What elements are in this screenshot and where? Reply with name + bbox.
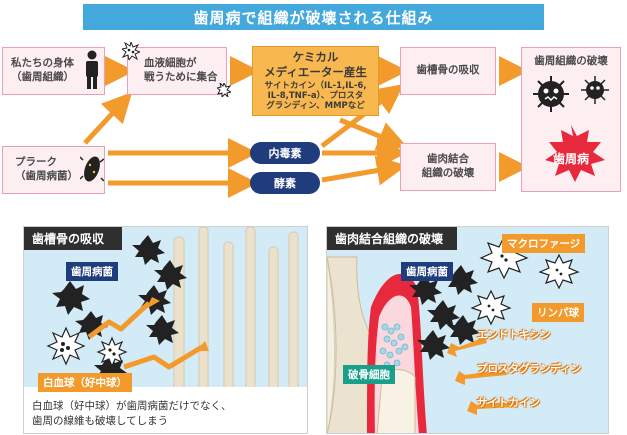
person-icon	[86, 50, 98, 89]
bone-absorption-panel: 歯槽骨の吸収 歯周病菌 白血球（好中球） 白血球（好中球）が歯周病菌だけでなく、…	[23, 226, 308, 434]
right-panel-heading: 歯肉結合組織の破壊	[327, 227, 457, 250]
plaque-line2: （歯周病菌）	[15, 170, 78, 182]
white-cell-icon-small	[217, 83, 231, 97]
chem-sub-1: サイトカイン（IL-1,IL-6,	[264, 81, 367, 92]
wbc-label: 白血球（好中球）	[38, 373, 132, 392]
note-line1: 白血球（好中球）が歯周病菌だけでなく、	[32, 400, 232, 412]
arrow-enzyme-to-gum	[321, 155, 407, 186]
virus-illustration	[533, 76, 609, 182]
blood-line2: 戦うために集合	[144, 71, 218, 83]
macrophage-icons	[470, 235, 580, 326]
right-bacteria-label: 歯周病菌	[401, 262, 453, 281]
periodontal-disease-label: 歯周病	[553, 152, 590, 166]
virus-icon-small	[581, 76, 609, 104]
cytokine-arrow-label: サイトカイン	[477, 397, 540, 409]
gum-line2: 組織の破壊	[421, 167, 475, 179]
virus-icon-large	[533, 76, 569, 112]
chem-sub-3: グランディン、MMPなど	[266, 101, 365, 112]
chem-title-2: メディエーター産生	[264, 64, 367, 79]
lymphocyte-label: リンパ球	[532, 303, 584, 322]
enzyme-pill: 酵素	[250, 172, 320, 194]
bone-absorption-box: 歯槽骨の吸収	[400, 47, 496, 95]
endotoxin-arrow-label: エンドトキシン	[477, 329, 551, 341]
right-bacteria-group	[409, 265, 480, 360]
left-wbc-group	[46, 326, 128, 368]
endotoxin-pill: 内毒素	[250, 142, 320, 164]
white-cell-icon	[122, 42, 140, 60]
gum-tissue-panel: 歯肉結合組織の破壊 歯周病菌 マクロファージ リンパ球 破骨細胞 エンドトキシン…	[326, 226, 609, 434]
plaque-line1: プラーク	[15, 156, 57, 169]
bacteria-icon	[80, 156, 104, 182]
left-panel-note: 白血球（好中球）が歯周病菌だけでなく、 歯周の線維も破壊してしまう	[32, 399, 302, 429]
body-line2: （歯周組織）	[11, 71, 74, 83]
bone-abs-label: 歯槽骨の吸収	[416, 64, 480, 77]
left-bacteria-label: 歯周病菌	[66, 262, 118, 281]
right-panel-illustration	[327, 235, 580, 433]
burst-shape	[545, 125, 605, 182]
gum-tissue-box: 歯肉結合 組織の破壊	[400, 143, 496, 191]
left-arrow-upper	[87, 301, 151, 339]
left-panel-heading: 歯槽骨の吸収	[24, 227, 122, 250]
osteoclast-label: 破骨細胞	[343, 365, 395, 384]
chem-sub-2: IL-8,TNF-a）、プロスタ	[267, 91, 364, 102]
left-arrow-lower	[123, 344, 204, 370]
prostaglandin-arrow-label: プロスタグランディン	[477, 363, 582, 375]
gum-line1: 歯肉結合	[427, 153, 469, 166]
macrophage-label: マクロファージ	[502, 234, 586, 253]
body-line1: 私たちの身体	[11, 57, 74, 70]
arrow-endotoxin-to-bone	[320, 83, 404, 148]
destroy-title: 歯周組織の破壊	[534, 55, 608, 67]
arrow-chem-to-gum	[339, 117, 408, 151]
chemical-mediator-box: ケミカル メディエーター産生 サイトカイン（IL-1,IL-6, IL-8,TN…	[252, 46, 379, 116]
chem-title-1: ケミカル	[292, 50, 339, 65]
right-arrows	[447, 337, 517, 415]
diagram-title: 歯周病で組織が破壊される仕組み	[83, 4, 544, 30]
blood-cells-box: 血液細胞が 戦うために集合	[127, 47, 227, 95]
blood-line1: 血液細胞が	[144, 57, 197, 70]
note-line2: 歯周の線維も破壊してしまう	[32, 415, 169, 428]
arrow-plaque-to-blood	[83, 91, 133, 145]
